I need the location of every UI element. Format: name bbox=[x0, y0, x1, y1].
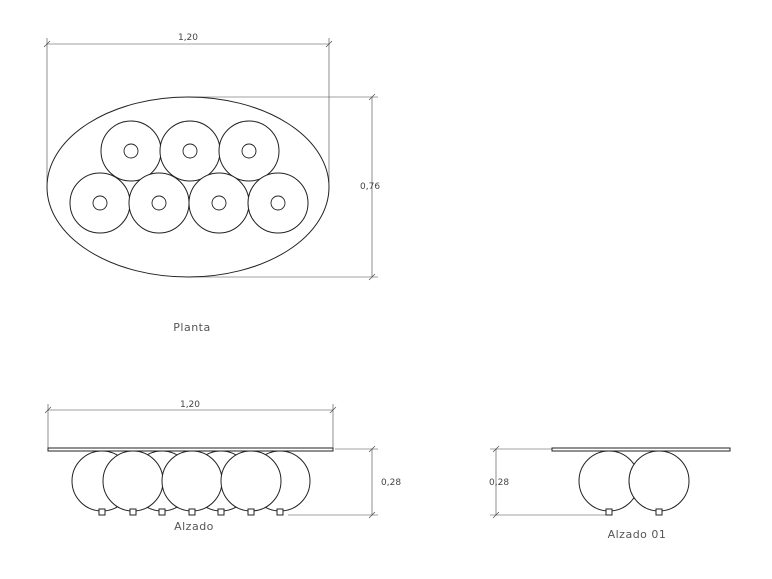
side-height-label: 0,28 bbox=[489, 478, 509, 488]
plan-sphere bbox=[128, 172, 190, 234]
plan-sphere bbox=[247, 172, 309, 234]
plan-view: 1,20 0,76 bbox=[43, 33, 380, 334]
front-height-label: 0,28 bbox=[381, 478, 401, 488]
plan-sphere bbox=[218, 120, 280, 182]
side-feet bbox=[605, 508, 663, 516]
plan-sphere bbox=[188, 172, 250, 234]
front-width-dimension: 1,20 bbox=[44, 400, 337, 450]
side-spheres bbox=[578, 450, 690, 512]
side-elevation-view: 0,28 Alzado 01 bbox=[489, 445, 731, 541]
plan-depth-label: 0,76 bbox=[360, 182, 380, 192]
plan-width-dimension: 1,20 bbox=[43, 33, 333, 183]
front-elevation-caption: Alzado bbox=[174, 520, 214, 533]
plan-width-label: 1,20 bbox=[178, 33, 198, 43]
side-tabletop bbox=[551, 447, 731, 452]
front-sphere-front bbox=[102, 450, 282, 512]
side-elevation-caption: Alzado 01 bbox=[608, 528, 667, 541]
plan-sphere bbox=[69, 172, 131, 234]
front-feet bbox=[98, 508, 284, 516]
front-width-label: 1,20 bbox=[180, 400, 200, 410]
side-height-dimension: 0,28 bbox=[489, 445, 610, 519]
plan-sphere bbox=[100, 120, 162, 182]
plan-depth-dimension: 0,76 bbox=[188, 93, 380, 281]
front-height-dimension: 0,28 bbox=[288, 445, 401, 519]
plan-caption: Planta bbox=[173, 321, 210, 334]
front-tabletop bbox=[47, 447, 334, 452]
plan-sphere bbox=[159, 120, 221, 182]
front-elevation-view: 1,20 0,28 bbox=[44, 400, 401, 533]
